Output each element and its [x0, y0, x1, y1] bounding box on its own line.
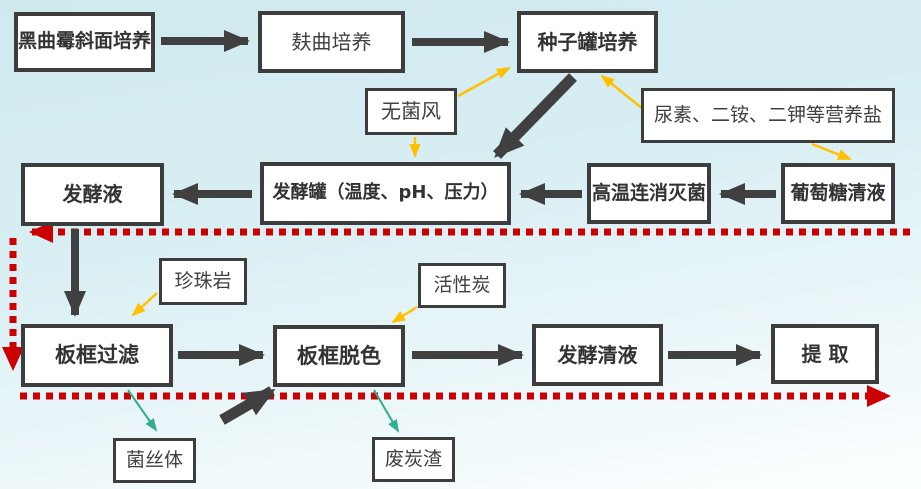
node-extraction: 提 取 [771, 324, 879, 384]
arrow-nutrients-to-glucose [811, 142, 852, 161]
node-nutrients: 尿素、二铵、二钾等营养盐 [641, 88, 895, 143]
arrow-up-into-decolor [219, 386, 276, 425]
node-decolor: 板框脱色 [273, 325, 405, 387]
arrow-seed-tank-to-fermenter [493, 73, 577, 159]
arrow-carbon-to-decolor [391, 305, 418, 324]
node-mycelium: 菌丝体 [113, 438, 196, 483]
node-fermenter: 发酵罐（温度、pH、压力） [260, 162, 511, 225]
arrow-decolor-to-waste-carbon [373, 389, 400, 433]
arrow-sterile-air-to-seed-tank [457, 66, 511, 98]
node-sterilization: 高温连消灭菌 [587, 163, 711, 224]
node-glucose: 葡萄糖清液 [781, 163, 895, 224]
arrow-perlite-to-filter [131, 292, 158, 317]
node-filter: 板框过滤 [21, 324, 173, 387]
node-perlite: 珍珠岩 [159, 258, 247, 305]
node-bran-culture: 麸曲培养 [258, 11, 405, 73]
arrow-nutrients-to-seed-tank [600, 74, 644, 110]
arrow-filter-to-mycelium [127, 389, 158, 432]
node-clear-broth: 发酵清液 [532, 324, 663, 386]
node-broth: 发酵液 [21, 163, 164, 226]
node-waste-carbon: 废炭渣 [372, 437, 455, 482]
node-sterile-air: 无菌风 [365, 88, 457, 135]
node-seed-tank: 种子罐培养 [517, 11, 658, 73]
node-carbon: 活性炭 [418, 263, 506, 308]
node-slant-culture: 黑曲霉斜面培养 [14, 12, 155, 72]
